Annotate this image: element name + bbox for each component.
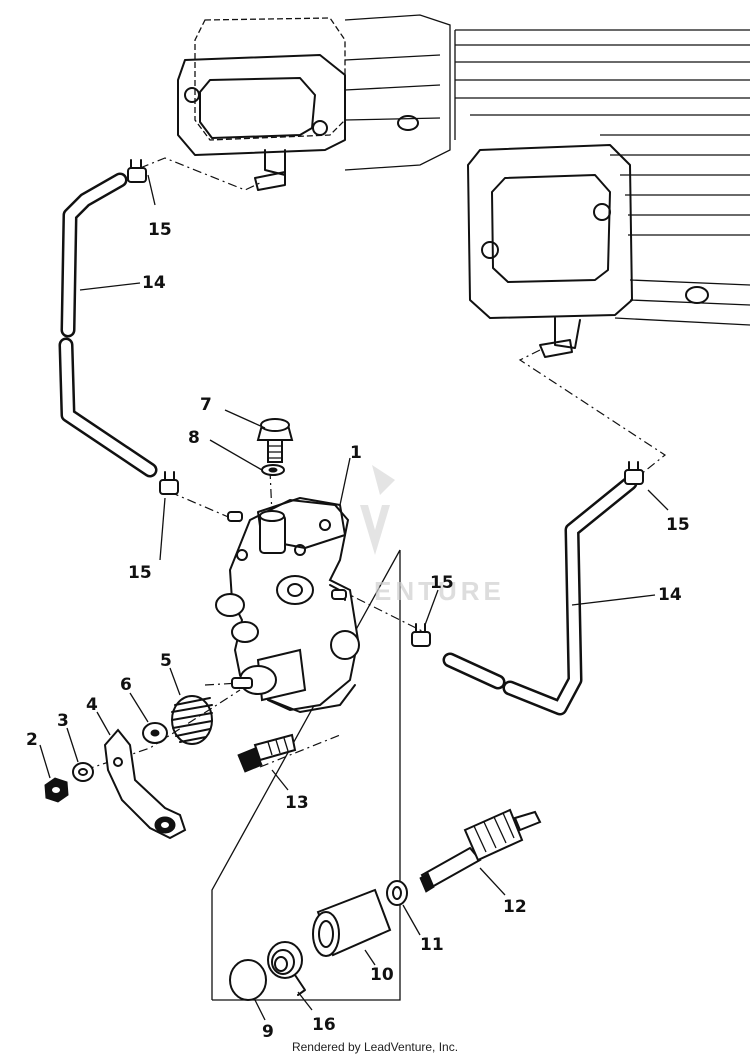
nut-icon (44, 777, 69, 803)
sleeve-icon (312, 888, 392, 957)
callout-9: 9 (262, 1022, 274, 1042)
drive-shaft-icon (419, 808, 542, 893)
bolt-icon (256, 418, 294, 463)
right-cylinder-head (454, 29, 750, 358)
spring-icon (171, 695, 213, 745)
callout-4: 4 (86, 695, 98, 715)
washer-icon (72, 722, 168, 782)
callout-12: 12 (503, 897, 527, 917)
fuel-hose-left (58, 172, 158, 478)
mounting-bolt-icon (237, 733, 297, 773)
callout-3: 3 (57, 711, 69, 731)
fuel-hose-right (442, 475, 638, 716)
watermark: ENTURE (360, 465, 505, 606)
callout-15-center: 15 (430, 573, 454, 593)
watermark-text: ENTURE (374, 576, 505, 606)
callout-15-top: 15 (148, 220, 172, 240)
callout-13: 13 (285, 793, 309, 813)
lever-icon (103, 728, 187, 840)
left-cylinder-head (177, 14, 451, 191)
callout-11: 11 (420, 935, 444, 955)
callout-6: 6 (120, 675, 132, 695)
seal-icon (386, 880, 408, 906)
spring-icon (267, 941, 306, 996)
callout-5: 5 (160, 651, 172, 671)
callout-16: 16 (312, 1015, 336, 1035)
o-ring-icon (229, 959, 267, 1001)
fuel-pump-body (215, 497, 360, 713)
callout-1: 1 (350, 443, 362, 463)
footer-credit: Rendered by LeadVenture, Inc. (291, 1040, 459, 1054)
washer-icon (261, 464, 285, 476)
callout-15-right: 15 (666, 515, 690, 535)
callout-7: 7 (200, 395, 212, 415)
callout-2: 2 (26, 730, 38, 750)
callout-10: 10 (370, 965, 394, 985)
callout-14-left: 14 (142, 273, 166, 293)
callout-labels: 1 2 3 4 5 6 7 8 9 10 11 12 13 14 14 15 1… (26, 220, 690, 1042)
hose-clamp-icon (127, 159, 644, 647)
callout-14-right: 14 (658, 585, 682, 605)
leader-lines (39, 174, 669, 1021)
callout-15-left: 15 (128, 563, 152, 583)
callout-8: 8 (188, 428, 200, 448)
